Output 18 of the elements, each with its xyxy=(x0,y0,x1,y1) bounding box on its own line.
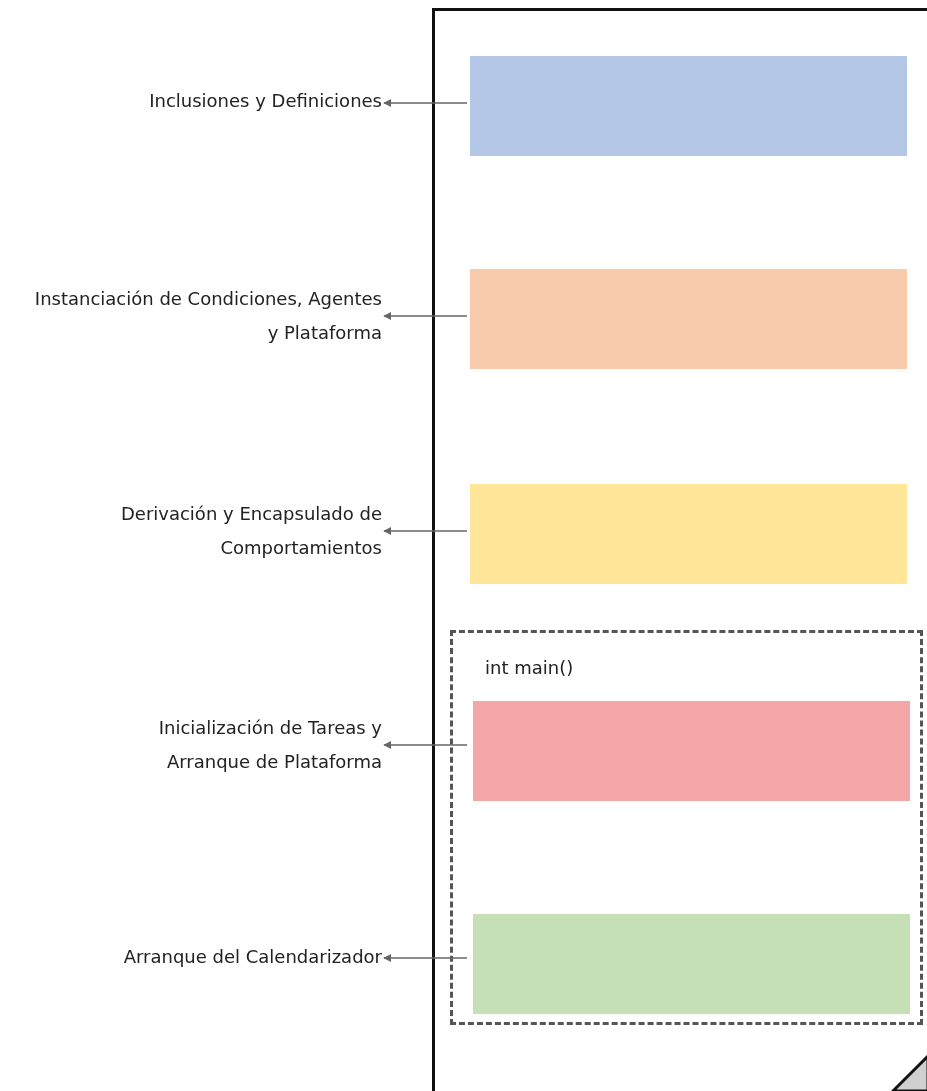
section-label: Instanciación de Condiciones, Agentes y Plataforma xyxy=(0,282,382,350)
leader-arrow xyxy=(383,99,468,107)
leader-arrow xyxy=(383,312,468,320)
section-label: Inclusiones y Definiciones xyxy=(40,84,382,118)
code-section-block xyxy=(470,484,907,584)
section-label: Inicialización de Tareas y Arranque de Plataforma xyxy=(60,711,382,779)
leader-arrow xyxy=(383,741,468,749)
section-label: Arranque del Calendarizador xyxy=(0,940,382,974)
leader-arrow xyxy=(383,954,468,962)
leader-arrow xyxy=(383,527,468,535)
code-section-block xyxy=(473,701,910,801)
function-title: int main() xyxy=(485,657,574,678)
code-section-block xyxy=(470,269,907,369)
code-section-block xyxy=(473,914,910,1014)
code-section-block xyxy=(470,56,907,156)
document-page xyxy=(432,8,927,1091)
function-frame xyxy=(450,630,923,1025)
section-label: Derivación y Encapsulado de Comportamientos xyxy=(20,497,382,565)
